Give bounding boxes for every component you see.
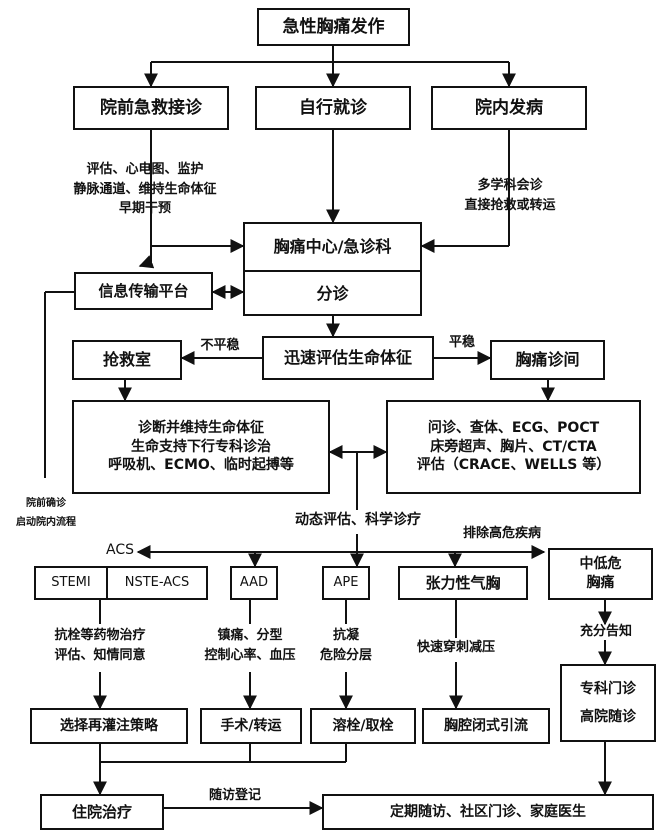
aad-box: AAD [230, 566, 278, 600]
lowrisk-result-line: 专科门诊 [580, 681, 636, 697]
pneumo-action: 快速穿刺减压 [400, 638, 512, 658]
inhospital-actions: 多学科会诊 直接抢救或转运 [442, 176, 578, 215]
info-platform-label: 信息传输平台 [98, 281, 189, 300]
aad-label: AAD [239, 575, 269, 591]
start-label: 急性胸痛发作 [282, 16, 385, 37]
lowrisk-result-box: 专科门诊 高院随诊 [560, 664, 656, 742]
acs-label: ACS [106, 542, 134, 558]
prehospital-actions: 评估、心电图、监护 静脉通道、维持生命体征 早期干预 [50, 160, 240, 219]
aad-action-line: 控制心率、血压 [204, 647, 296, 663]
acs-result-label: 选择再灌注策略 [60, 717, 158, 734]
lowrisk-line: 中低危 [579, 556, 622, 573]
rescue-detail-line: 呼吸机、ECMO、临时起搏等 [108, 457, 294, 474]
ape-action-line: 危险分层 [319, 647, 372, 663]
nste-acs-label: NSTE-ACS [124, 575, 190, 591]
stable-label: 平稳 [448, 335, 475, 350]
pneumo-result-label: 胸腔闭式引流 [444, 717, 528, 734]
followup-text: 定期随访、社区门诊、家庭医生 [390, 803, 586, 820]
exclude-label: 排除高危疾病 [462, 526, 541, 541]
aad-result-box: 手术/转运 [200, 708, 302, 744]
entry-self-label: 自行就诊 [299, 97, 367, 118]
acs-action-line: 评估、知情同意 [54, 647, 146, 663]
prehospital-action: 早期干预 [118, 201, 171, 216]
aad-action-line: 镇痛、分型 [217, 628, 283, 643]
ape-result-box: 溶栓/取栓 [310, 708, 416, 744]
acs-action-line: 抗栓等药物治疗 [54, 628, 146, 643]
followup-box: 定期随访、社区门诊、家庭医生 [322, 794, 654, 830]
assess-label: 迅速评估生命体征 [283, 348, 412, 368]
ape-action-line: 抗凝 [332, 628, 359, 643]
aad-action: 镇痛、分型 控制心率、血压 [190, 626, 310, 665]
inhospital-action: 多学科会诊 [477, 178, 543, 193]
lowrisk-action: 充分告知 [579, 624, 632, 639]
pneumo-result-box: 胸腔闭式引流 [422, 708, 550, 744]
ape-box: APE [322, 566, 370, 600]
followup-registration-label: 随访登记 [208, 788, 261, 803]
dynamic-label: 动态评估、科学诊疗 [295, 512, 421, 528]
aad-result-label: 手术/转运 [220, 717, 282, 734]
ape-result-label: 溶栓/取栓 [332, 717, 394, 734]
rescue-detail-line: 诊断并维持生命体征 [138, 419, 264, 436]
side-note-line: 启动院内流程 [16, 517, 76, 528]
rescue-detail-box: 诊断并维持生命体征 生命支持下行专科诊治 呼吸机、ECMO、临时起搏等 [72, 400, 330, 494]
entry-self: 自行就诊 [255, 86, 411, 130]
clinic-detail-line: 评估（CRACE、WELLS 等） [416, 457, 611, 474]
inhospital-action: 直接抢救或转运 [464, 197, 556, 213]
center-combined: 胸痛中心/急诊科 分诊 [243, 222, 422, 316]
lowrisk-result-line: 高院随诊 [580, 709, 636, 725]
stemi-cell: STEMI [36, 568, 108, 598]
triage-label: 分诊 [316, 284, 349, 304]
assess-box: 迅速评估生命体征 [262, 336, 434, 380]
rescue-detail-line: 生命支持下行专科诊治 [131, 438, 271, 455]
acs-type-box: STEMI NSTE-ACS [34, 566, 208, 600]
acs-result-box: 选择再灌注策略 [30, 708, 188, 744]
ape-action: 抗凝 危险分层 [306, 626, 386, 665]
prehospital-action: 评估、心电图、监护 [86, 162, 204, 177]
nste-acs-cell: NSTE-ACS [108, 568, 206, 598]
side-note: 院前确诊 启动院内流程 [8, 494, 84, 532]
side-note-line: 院前确诊 [26, 498, 66, 509]
prehospital-action: 静脉通道、维持生命体征 [73, 181, 217, 197]
unstable-label: 不平稳 [200, 338, 240, 353]
pneumo-label: 张力性气胸 [425, 573, 501, 592]
triage-box: 分诊 [245, 272, 420, 316]
hospital-label: 住院治疗 [71, 802, 132, 821]
info-platform-box: 信息传输平台 [74, 272, 213, 310]
lowrisk-box: 中低危 胸痛 [548, 548, 653, 600]
rescue-room-box: 抢救室 [72, 340, 182, 380]
chest-clinic-label: 胸痛诊间 [515, 350, 580, 370]
ape-label: APE [333, 575, 359, 591]
entry-inhospital-label: 院内发病 [475, 97, 543, 118]
clinic-detail-line: 床旁超声、胸片、CT/CTA [430, 438, 597, 455]
start-box: 急性胸痛发作 [257, 8, 410, 46]
hospital-box: 住院治疗 [40, 794, 164, 830]
entry-inhospital: 院内发病 [431, 86, 587, 130]
center-label: 胸痛中心/急诊科 [273, 237, 392, 257]
chest-clinic-box: 胸痛诊间 [490, 340, 605, 380]
center-box: 胸痛中心/急诊科 [245, 224, 420, 272]
stemi-label: STEMI [51, 575, 91, 591]
acs-action: 抗栓等药物治疗 评估、知情同意 [40, 626, 160, 665]
entry-prehospital-label: 院前急救接诊 [100, 97, 202, 118]
clinic-detail-box: 问诊、查体、ECG、POCT 床旁超声、胸片、CT/CTA 评估（CRACE、W… [386, 400, 641, 494]
rescue-room-label: 抢救室 [102, 350, 151, 370]
pneumo-box: 张力性气胸 [398, 566, 528, 600]
lowrisk-line: 胸痛 [586, 575, 615, 591]
entry-prehospital: 院前急救接诊 [73, 86, 229, 130]
clinic-detail-line: 问诊、查体、ECG、POCT [427, 419, 600, 436]
